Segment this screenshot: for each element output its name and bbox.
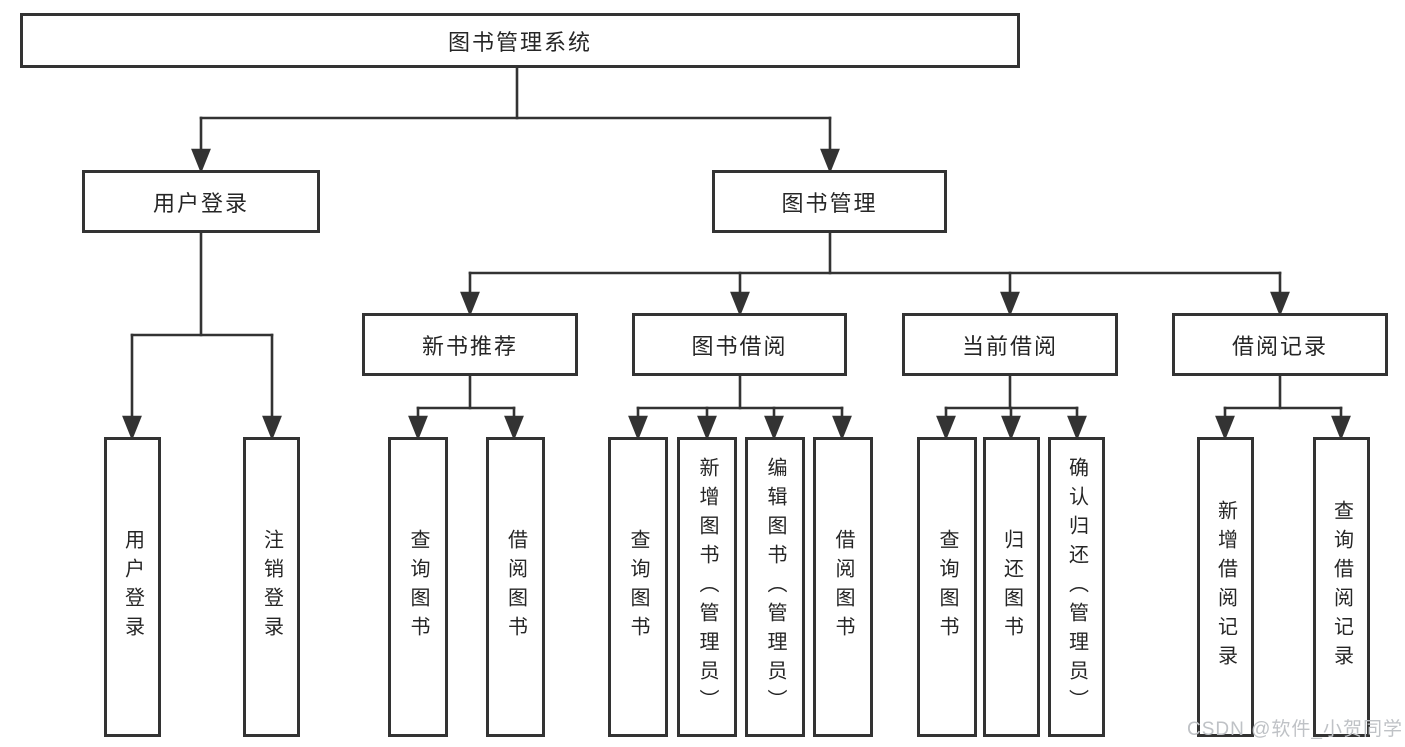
branch-node-label: 用户登录: [152, 190, 249, 216]
root-node-label: 图书管理系统: [447, 29, 592, 55]
leaf-node-query-books: 查询图书: [608, 437, 668, 737]
leaf-node-label: 确认归还（管理员）: [1065, 456, 1088, 718]
leaf-node-label: 查询图书: [936, 529, 958, 645]
csdn-watermark: CSDN @软件_小贺同学: [1187, 719, 1403, 740]
leaf-node-query-borrow-record: 查询借阅记录: [1313, 437, 1370, 737]
leaf-node-label: 新增图书（管理员）: [696, 456, 718, 718]
branch-node-new-book-recommend: 新书推荐: [362, 313, 578, 376]
branch-node-book-borrowing: 图书借阅: [632, 313, 847, 376]
branch-node-label: 图书管理: [781, 190, 878, 216]
leaf-node-borrow-books: 借阅图书: [486, 437, 545, 737]
branch-node-book-management: 图书管理: [712, 170, 947, 233]
leaf-node-label: 注销登录: [260, 529, 283, 645]
leaf-node-add-books-admin: 新增图书（管理员）: [677, 437, 737, 737]
leaf-node-label: 借阅图书: [504, 529, 527, 645]
leaf-node-edit-books-admin: 编辑图书（管理员）: [745, 437, 805, 737]
branch-node-label: 新书推荐: [421, 333, 518, 359]
leaf-node-label: 查询图书: [407, 529, 429, 645]
leaf-node-label: 用户登录: [121, 529, 144, 645]
leaf-node-user-login: 用户登录: [104, 437, 161, 737]
branch-node-borrowing-record: 借阅记录: [1172, 313, 1388, 376]
leaf-node-label: 归还图书: [1000, 529, 1023, 645]
leaf-node-borrow-books: 借阅图书: [813, 437, 873, 737]
leaf-node-add-borrow-record: 新增借阅记录: [1197, 437, 1254, 737]
branch-node-label: 图书借阅: [691, 333, 788, 359]
leaf-node-query-books: 查询图书: [388, 437, 448, 737]
branch-node-label: 当前借阅: [961, 333, 1058, 359]
leaf-node-confirm-return-admin: 确认归还（管理员）: [1048, 437, 1105, 737]
leaf-node-label: 查询借阅记录: [1330, 500, 1353, 674]
leaf-node-logout: 注销登录: [243, 437, 300, 737]
leaf-node-label: 查询图书: [627, 529, 649, 645]
leaf-node-label: 借阅图书: [832, 529, 854, 645]
leaf-node-query-books: 查询图书: [917, 437, 977, 737]
root-node-library-system: 图书管理系统: [20, 13, 1020, 68]
leaf-node-label: 新增借阅记录: [1214, 500, 1237, 674]
leaf-node-label: 编辑图书（管理员）: [764, 456, 786, 718]
branch-node-current-borrowing: 当前借阅: [902, 313, 1118, 376]
leaf-node-return-books: 归还图书: [983, 437, 1040, 737]
branch-node-user-login: 用户登录: [82, 170, 320, 233]
branch-node-label: 借阅记录: [1231, 333, 1328, 359]
